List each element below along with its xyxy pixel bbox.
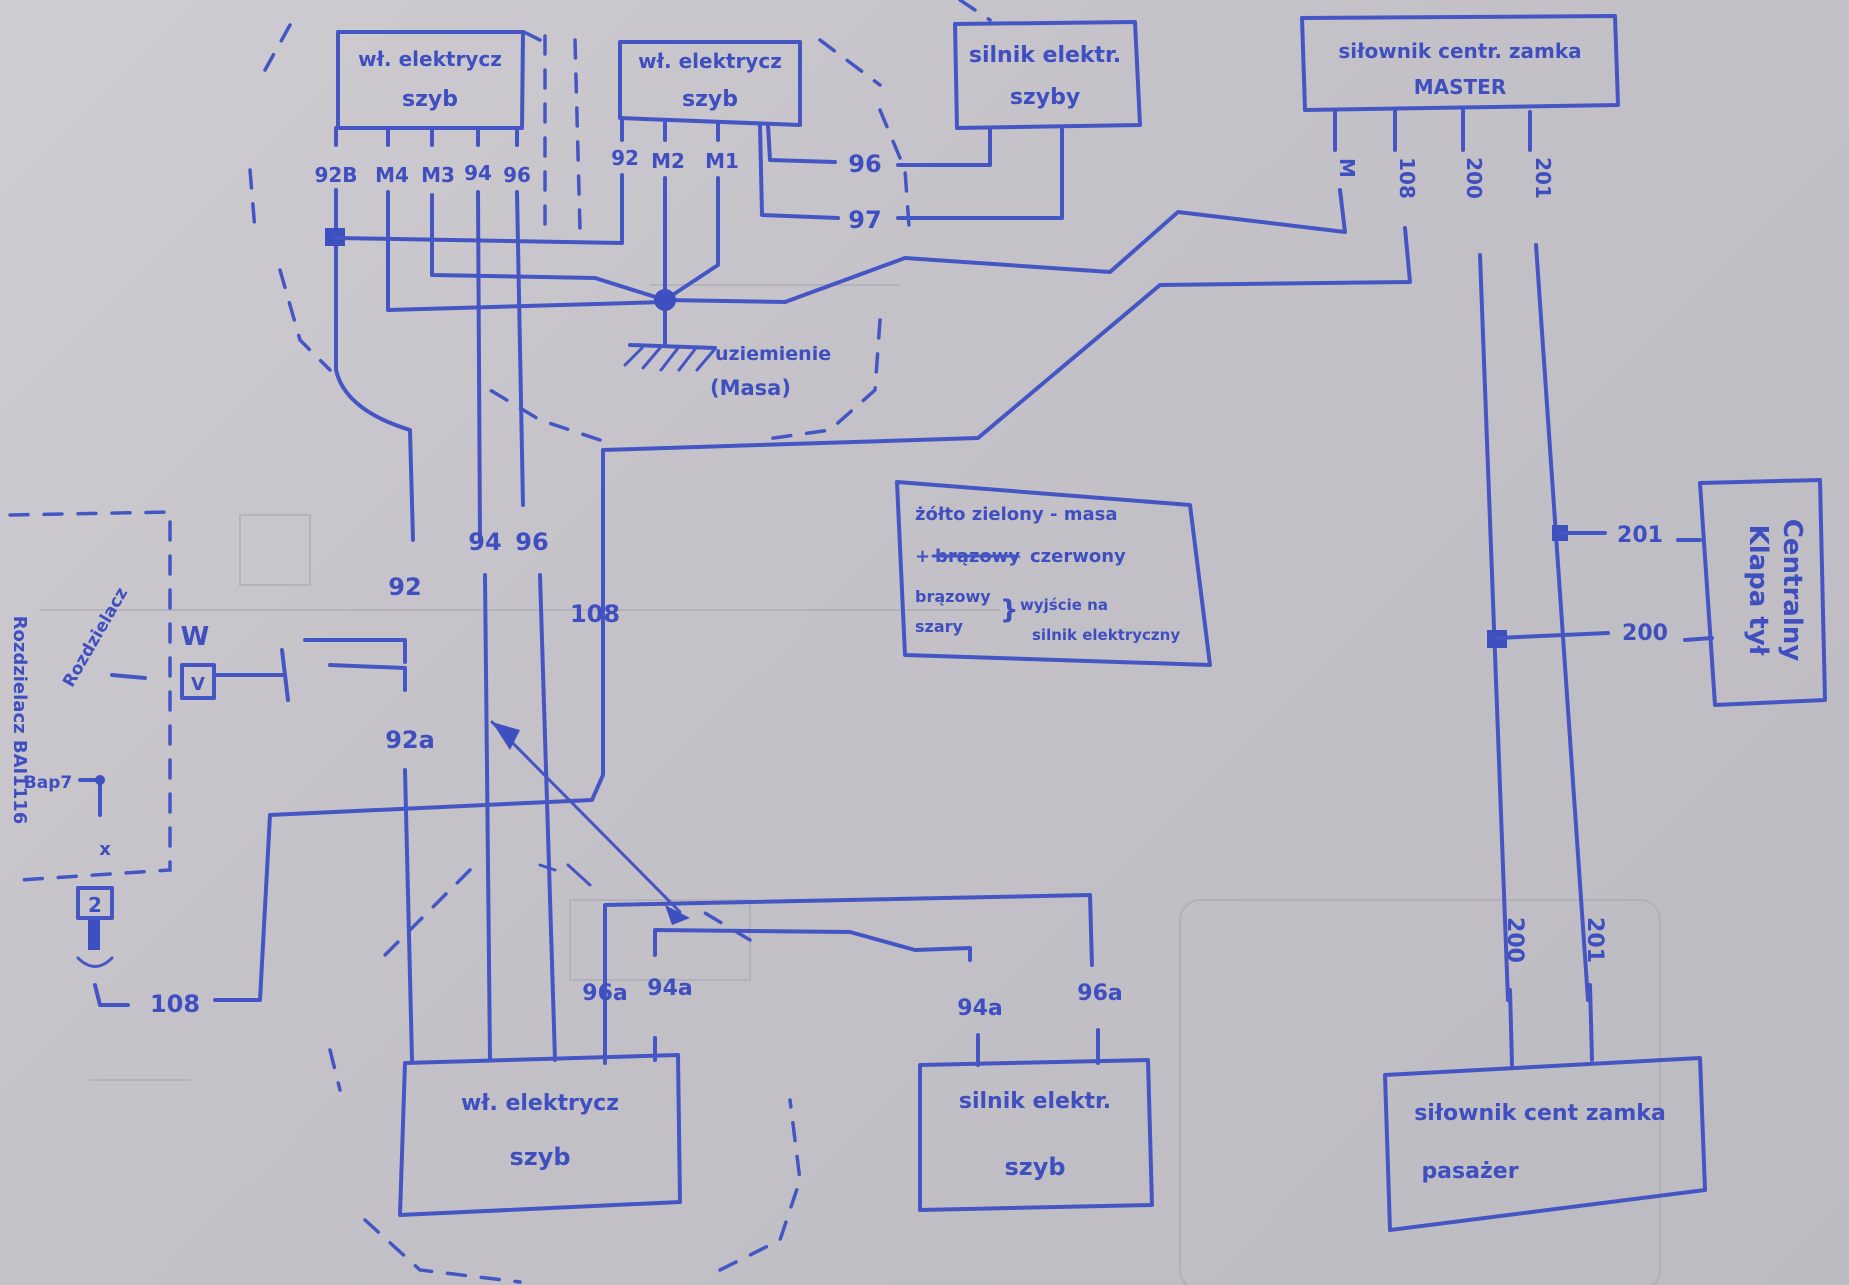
legend-line-2-rest: czerwony <box>1030 546 1126 567</box>
wires-bottom: 96a 94a 94a 96a 200 201 108 <box>93 573 1607 1067</box>
ground-label-2: (Masa) <box>710 376 791 400</box>
motor-top-right-label-1: silnik elektr. <box>969 43 1121 68</box>
legend-line-3b: szary <box>915 617 964 636</box>
fuse-box-side-text: Rozdzielacz BAI1116 <box>9 616 30 825</box>
actuator-master-label-1: siłownik centr. zamka <box>1338 39 1581 63</box>
pin-label: M3 <box>421 163 455 187</box>
connector-bap7-label: Bap7 <box>24 773 72 793</box>
wire-label-94a-right: 94a <box>957 996 1002 1021</box>
switch-bottom-label-1: wł. elektrycz <box>461 1091 619 1116</box>
pin-label: 200 <box>1462 157 1486 199</box>
mid-wire-labels: 92 94 96 108 92a <box>385 528 620 754</box>
actuator-passenger-label-1: siłownik cent zamka <box>1414 1101 1666 1126</box>
motor-bottom[interactable]: silnik elektr. szyb <box>918 1058 1154 1212</box>
pin-label: 96 <box>503 163 531 187</box>
pin-label: M <box>1335 158 1359 178</box>
pin-label: M2 <box>651 149 685 173</box>
pin-label: 92 <box>611 146 639 170</box>
legend-note-2: silnik elektryczny <box>1032 626 1180 644</box>
switch-top-left[interactable]: wł. elektrycz szyb <box>336 30 525 130</box>
wire-label-92: 92 <box>388 573 421 601</box>
connector-w-label: W <box>181 622 210 652</box>
wire-label-200-passenger: 200 <box>1502 917 1527 963</box>
pins-master: M 108 200 201 <box>1333 108 1555 199</box>
wire-label-94a-left: 94a <box>647 976 692 1001</box>
wire-label-92a: 92a <box>385 726 435 754</box>
connector-x-label: x <box>99 839 111 860</box>
switch-top-left-label-2: szyb <box>402 87 458 112</box>
pins-top-center: 92 M2 M1 <box>611 116 739 173</box>
legend-line-2-prefix: + <box>915 546 930 567</box>
pin-label: 92B <box>314 163 357 187</box>
wire-label-201-passenger: 201 <box>1582 917 1607 963</box>
wire-label-108-bottom: 108 <box>150 990 200 1018</box>
switch-top-center-label-1: wł. elektrycz <box>638 49 782 73</box>
switch-top-center-label-2: szyb <box>682 87 738 112</box>
legend-brace: } <box>1000 595 1019 625</box>
legend-line-1: żółto zielony - masa <box>915 504 1117 525</box>
wire-label-94: 94 <box>468 528 501 556</box>
switch-bottom-label-2: szyb <box>509 1143 570 1171</box>
motor-bottom-label-1: silnik elektr. <box>959 1089 1111 1114</box>
motor-top-right-label-2: szyby <box>1010 85 1080 110</box>
legend: żółto zielony - masa + brązowy czerwony … <box>895 480 1212 667</box>
wire-label-96a-left: 96a <box>582 981 627 1006</box>
wire-label-96a-right: 96a <box>1077 981 1122 1006</box>
trunk-taps: 201 200 <box>1487 523 1714 648</box>
pin-label: 201 <box>1531 157 1555 199</box>
legend-line-3a: brązowy <box>915 587 991 606</box>
motor-bottom-label-2: szyb <box>1004 1153 1065 1181</box>
pin-label: M4 <box>375 163 409 187</box>
motor-top-right[interactable]: silnik elektr. szyby <box>953 20 1142 130</box>
pins-top-left: 92B M4 M3 94 96 <box>314 126 531 187</box>
dashed-enclosures <box>8 0 992 1284</box>
actuator-master[interactable]: siłownik centr. zamka MASTER <box>1300 14 1620 112</box>
switch-top-center[interactable]: wł. elektrycz szyb <box>618 40 802 127</box>
wire-label-97-top: 97 <box>848 206 881 234</box>
actuator-master-label-2: MASTER <box>1414 75 1507 99</box>
wire-label-96-top: 96 <box>848 150 881 178</box>
wire-label-108-mid: 108 <box>570 600 620 628</box>
ghost-marks <box>40 284 1661 1285</box>
central-trunk-label-1: Centralny <box>1777 519 1807 661</box>
actuator-passenger-label-2: pasażer <box>1421 1159 1518 1184</box>
fuse-box: Rozdzielacz BAI1116 Rozdzielacz W V Bap7… <box>9 584 290 968</box>
wire-label-201-trunk: 201 <box>1617 523 1663 548</box>
central-trunk-label-2: Klapa tył <box>1743 525 1773 657</box>
central-trunk-lock[interactable]: Centralny Klapa tył <box>1698 478 1827 707</box>
pin-label: 94 <box>464 161 492 185</box>
switch-top-left-label-1: wł. elektrycz <box>358 47 502 71</box>
pin-label: M1 <box>705 149 739 173</box>
legend-note-1: wyjście na <box>1020 596 1108 614</box>
switch-bottom[interactable]: wł. elektrycz szyb <box>398 1053 682 1217</box>
actuator-passenger[interactable]: siłownik cent zamka pasażer <box>1383 1056 1707 1232</box>
wires-top: uziemienie (Masa) 96 97 <box>248 123 1590 1002</box>
pin-label: 108 <box>1395 157 1419 199</box>
connector-2-label: 2 <box>88 893 102 917</box>
wire-label-96: 96 <box>515 528 548 556</box>
connector-v-label: V <box>191 674 205 695</box>
ground-label: uziemienie <box>715 343 831 365</box>
wire-label-200-trunk: 200 <box>1622 621 1668 646</box>
